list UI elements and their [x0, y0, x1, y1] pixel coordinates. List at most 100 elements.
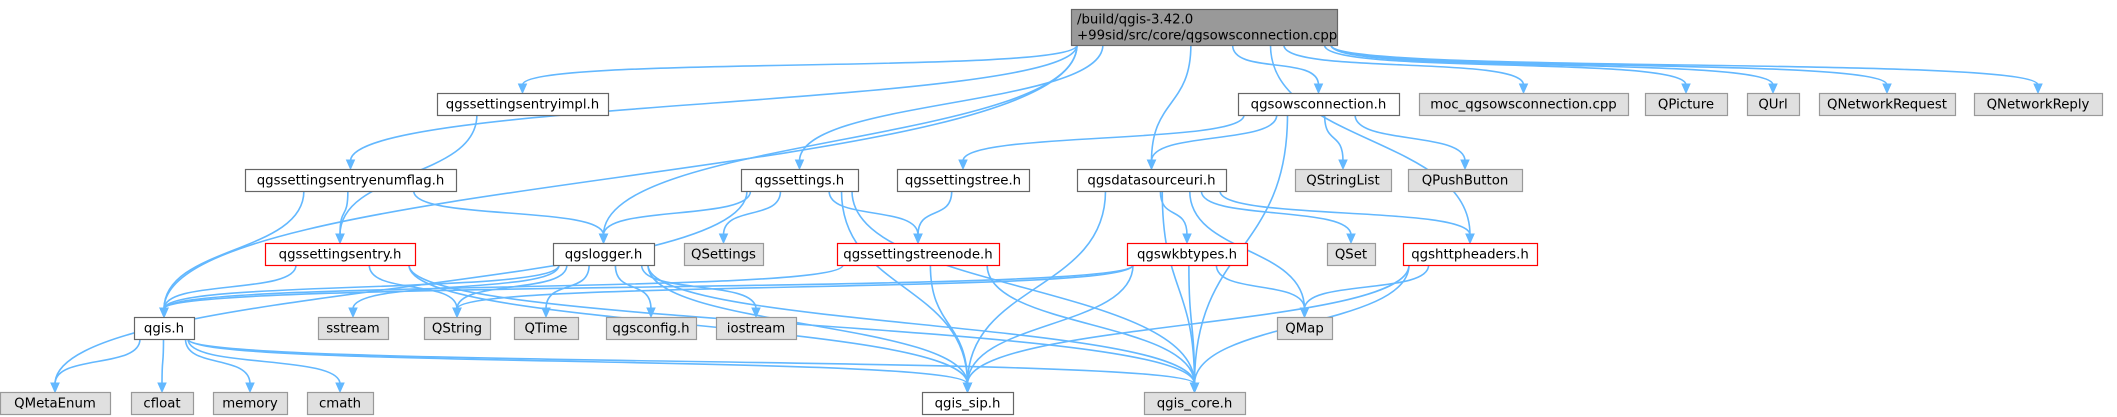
node-qtime: QTime	[513, 316, 580, 341]
node-label: cfloat	[143, 397, 180, 412]
node-settings[interactable]: qgssettings.h	[740, 168, 860, 193]
edge-dsuri-to-wkb	[1159, 190, 1188, 236]
arrowhead-qgish-to-cfloat	[157, 382, 167, 394]
node-layer: /build/qgis-3.42.0+99sid/src/core/qgsows…	[0, 8, 2104, 416]
node-qmap: QMap	[1276, 316, 1334, 341]
node-qpushbutton: QPushButton	[1407, 168, 1524, 193]
edge-root-to-http	[1269, 44, 1471, 236]
node-label: QUrl	[1758, 98, 1787, 113]
node-impl[interactable]: qgssettingsentryimpl.h	[436, 92, 610, 117]
edge-root-to-qpicture	[1323, 44, 1687, 86]
arrowhead-qgish-to-qmetaenum	[50, 382, 60, 394]
edge-settings-to-qgissip	[840, 190, 969, 385]
arrowhead-logger-to-iostream	[751, 307, 761, 319]
node-label: qgssettingsentry.h	[279, 248, 402, 263]
node-label: sstream	[326, 322, 380, 337]
node-box	[1818, 92, 1957, 117]
edge-root-to-owsh	[1231, 44, 1320, 86]
node-qmetaenum: QMetaEnum	[0, 391, 112, 416]
node-box	[1126, 242, 1249, 267]
edge-settings-to-qmetaenum	[54, 190, 748, 385]
node-box	[683, 242, 765, 267]
node-box	[130, 391, 195, 416]
node-box	[306, 391, 375, 416]
node-stree[interactable]: qgssettingstree.h	[896, 168, 1031, 193]
edge-wkb-to-qgissip	[966, 264, 1134, 385]
node-box	[715, 316, 798, 341]
node-label: qgis_sip.h	[935, 397, 1001, 412]
node-box	[1644, 92, 1729, 117]
edge-owsh-to-qpushbutton	[1354, 114, 1466, 162]
node-label: QSet	[1335, 248, 1367, 263]
edge-settings-to-streenode	[828, 190, 919, 236]
node-box	[605, 316, 698, 341]
node-box	[921, 391, 1015, 416]
node-label: QNetworkReply	[1987, 98, 2090, 113]
edge-logger-to-qgiscore	[647, 264, 1196, 385]
node-box	[317, 316, 390, 341]
arrowhead-root-to-qpicture	[1681, 83, 1691, 95]
edge-qgish-to-qgissip	[187, 338, 969, 385]
node-qgsconfig: qgsconfig.h	[605, 316, 698, 341]
arrowhead-qgish-to-qgiscore	[1189, 382, 1200, 394]
arrowhead-owsh-to-dsuri	[1146, 159, 1157, 171]
node-box	[1326, 242, 1377, 267]
arrowhead-settings-to-qsettings	[718, 233, 729, 245]
edge-dsuri-to-qset	[1200, 190, 1352, 236]
arrowhead-qgish-to-cmath	[335, 382, 345, 394]
edge-dsuri-to-http	[1219, 190, 1471, 236]
arrowhead-enumflag-to-sentry	[335, 233, 345, 245]
node-qnetrep: QNetworkReply	[1973, 92, 2104, 117]
node-label: qgssettings.h	[755, 174, 845, 189]
node-sstream: sstream	[317, 316, 390, 341]
node-box	[1973, 92, 2104, 117]
node-streenode[interactable]: qgssettingstreenode.h	[836, 242, 1001, 267]
node-enumflag[interactable]: qgssettingsentryenumflag.h	[244, 168, 458, 193]
node-wkb[interactable]: qgswkbtypes.h	[1126, 242, 1249, 267]
edge-settings-to-qgiscore	[851, 190, 1196, 385]
node-box	[1076, 168, 1228, 193]
arrowhead-root-to-qnetrep	[2033, 83, 2043, 95]
arrowhead-settings-to-logger	[598, 233, 609, 245]
node-label: qgsconfig.h	[612, 322, 689, 337]
node-box	[212, 391, 289, 416]
edge-root-to-qnetrep	[1330, 44, 2039, 86]
node-logger[interactable]: qgslogger.h	[552, 242, 656, 267]
edge-root-to-logger	[602, 44, 1078, 236]
node-label: iostream	[727, 322, 785, 337]
node-label: qgssettingsentryenumflag.h	[257, 174, 445, 189]
edge-logger-to-qgish	[163, 264, 560, 310]
edge-enumflag-to-logger	[412, 190, 605, 236]
node-box	[1143, 391, 1247, 416]
node-qgissip[interactable]: qgis_sip.h	[921, 391, 1015, 416]
edge-root-to-enumflag	[349, 44, 1078, 162]
arrowhead-logger-to-qgsconfig	[646, 307, 656, 319]
arrowhead-logger-to-sstream	[348, 307, 358, 319]
node-qgiscore: qgis_core.h	[1143, 391, 1247, 416]
node-qgish[interactable]: qgis.h	[133, 316, 196, 341]
node-box	[1070, 8, 1339, 47]
edge-logger-to-qtime	[545, 264, 590, 310]
node-label: cmath	[319, 397, 361, 412]
edge-sentry-to-qgish	[163, 264, 297, 310]
node-label: qgslogger.h	[565, 248, 643, 263]
node-label: qgssettingstreenode.h	[843, 248, 992, 263]
arrowhead-owsh-to-stree	[958, 159, 968, 171]
node-box	[1407, 168, 1524, 193]
node-label: QPicture	[1658, 98, 1714, 113]
arrowhead-owsh-to-qpushbutton	[1460, 159, 1470, 171]
arrowhead-stree-to-streenode	[913, 233, 923, 245]
node-root[interactable]: /build/qgis-3.42.0+99sid/src/core/qgsows…	[1070, 8, 1339, 47]
arrowhead-root-to-enumflag	[345, 159, 356, 171]
node-dsuri[interactable]: qgsdatasourceuri.h	[1076, 168, 1228, 193]
edge-owsh-to-dsuri	[1150, 114, 1278, 162]
arrowhead-wkb-to-qstring	[452, 307, 462, 319]
node-http[interactable]: qgshttpheaders.h	[1402, 242, 1539, 267]
node-owsh[interactable]: qgsowsconnection.h	[1237, 92, 1401, 117]
node-sentry[interactable]: qgssettingsentry.h	[264, 242, 417, 267]
node-box	[1402, 242, 1539, 267]
edge-enumflag-to-sentry	[339, 190, 349, 236]
arrowhead-dsuri-to-http	[1465, 233, 1475, 245]
edge-qgish-to-memory	[184, 338, 251, 385]
node-label: qgsowsconnection.h	[1251, 98, 1387, 113]
